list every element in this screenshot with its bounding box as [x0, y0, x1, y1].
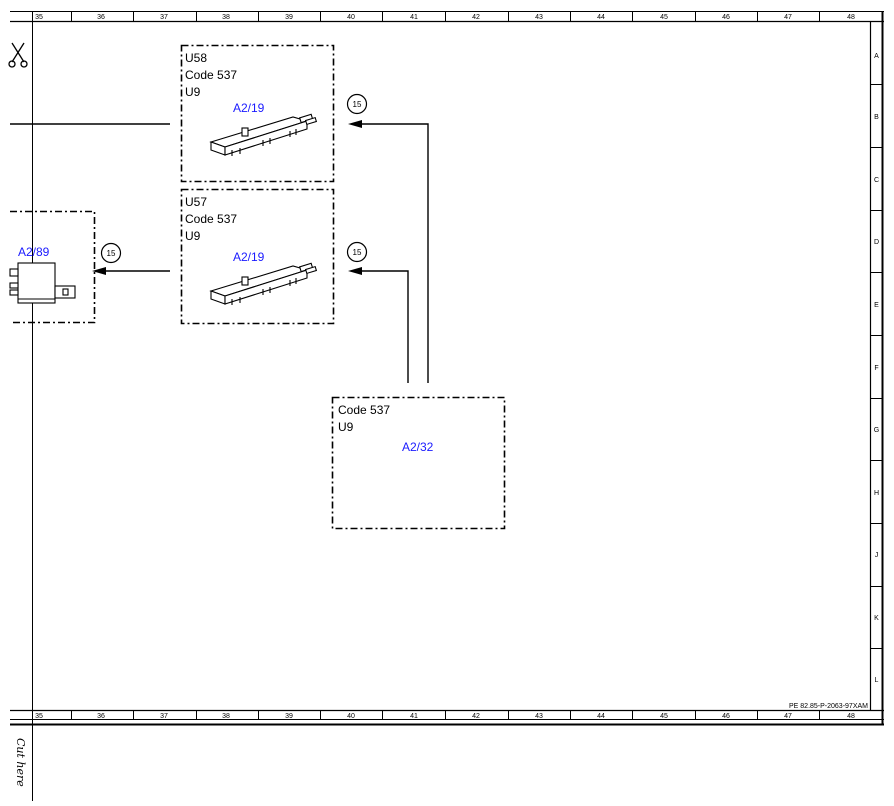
wire-a2-32-to-u58 — [362, 123, 429, 383]
connector-c3: 15 — [100, 242, 122, 264]
col-label: 35 — [35, 713, 43, 720]
component-code: Code 537 — [185, 212, 237, 226]
row-label: B — [874, 114, 879, 121]
row-label: F — [874, 365, 878, 372]
col-label: 36 — [97, 14, 105, 21]
sheet-frame — [10, 11, 884, 801]
component-a2-32[interactable]: Code 537 U9 A2/32 — [331, 396, 506, 530]
scissors-icon — [8, 42, 28, 68]
col-label: 43 — [535, 14, 543, 21]
component-designation: U58 — [185, 51, 207, 65]
col-label: 35 — [35, 14, 43, 21]
arrow-icon — [348, 267, 362, 275]
component-a2-89[interactable]: A2/89 — [9, 210, 96, 324]
wires — [10, 123, 429, 383]
col-label: 41 — [410, 713, 418, 720]
col-label: 45 — [660, 713, 668, 720]
col-label: 41 — [410, 14, 418, 21]
col-label: 48 — [847, 713, 855, 720]
row-label: K — [874, 615, 879, 622]
col-label: 38 — [222, 713, 230, 720]
row-label: J — [875, 552, 879, 559]
col-label: 48 — [847, 14, 855, 21]
drawing-code: PE 82.85-P-2063-97XAM — [789, 703, 868, 710]
component-location-ref: A2/89 — [18, 245, 50, 259]
col-label: 44 — [597, 713, 605, 720]
module-icon — [209, 113, 318, 156]
module-icon — [209, 262, 318, 305]
component-variant: U9 — [185, 85, 201, 99]
component-u58[interactable]: U58 Code 537 U9 A2/19 — [180, 44, 335, 183]
row-label: H — [874, 490, 879, 497]
arrow-icon — [92, 267, 106, 275]
connector-c2: 15 — [346, 241, 368, 263]
col-label: 40 — [347, 713, 355, 720]
col-label: 42 — [472, 14, 480, 21]
col-label: 37 — [160, 713, 168, 720]
col-label: 47 — [784, 713, 792, 720]
component-code: Code 537 — [338, 403, 390, 417]
col-label: 44 — [597, 14, 605, 21]
connector-number: 15 — [353, 248, 362, 257]
cut-here-label: Cut here — [14, 738, 27, 787]
component-designation: U57 — [185, 195, 207, 209]
module-icon — [9, 262, 76, 304]
row-ticks — [870, 84, 883, 649]
wire-a2-32-to-u57 — [362, 270, 409, 383]
row-label: E — [874, 302, 879, 309]
col-label: 46 — [722, 713, 730, 720]
row-label: A — [874, 53, 879, 60]
col-label: 40 — [347, 14, 355, 21]
component-location-ref: A2/32 — [402, 440, 434, 454]
connector-c1: 15 — [346, 93, 368, 115]
col-label: 42 — [472, 713, 480, 720]
col-label: 43 — [535, 713, 543, 720]
col-label: 46 — [722, 14, 730, 21]
col-label: 36 — [97, 713, 105, 720]
col-label: 38 — [222, 14, 230, 21]
row-labels: A B C D E F G H J K L — [874, 53, 879, 684]
connector-number: 15 — [353, 100, 362, 109]
col-label: 47 — [784, 14, 792, 21]
component-location-ref: A2/19 — [233, 101, 265, 115]
arrowheads — [92, 120, 362, 275]
column-ticks — [71, 11, 820, 720]
row-label: D — [874, 239, 879, 246]
row-label: C — [874, 177, 879, 184]
row-label: L — [875, 677, 879, 684]
column-labels-top: 35 36 37 38 39 40 41 42 43 44 45 46 47 4… — [35, 14, 855, 21]
col-label: 39 — [285, 14, 293, 21]
col-label: 45 — [660, 14, 668, 21]
column-labels-bottom: 35 36 37 38 39 40 41 42 43 44 45 46 47 4… — [35, 713, 855, 720]
arrow-icon — [348, 120, 362, 128]
row-label: G — [874, 427, 879, 434]
component-variant: U9 — [338, 420, 354, 434]
component-variant: U9 — [185, 229, 201, 243]
col-label: 37 — [160, 14, 168, 21]
component-u57[interactable]: U57 Code 537 U9 A2/19 — [180, 188, 335, 325]
component-location-ref: A2/19 — [233, 250, 265, 264]
component-code: Code 537 — [185, 68, 237, 82]
col-label: 39 — [285, 713, 293, 720]
connector-number: 15 — [107, 249, 116, 258]
